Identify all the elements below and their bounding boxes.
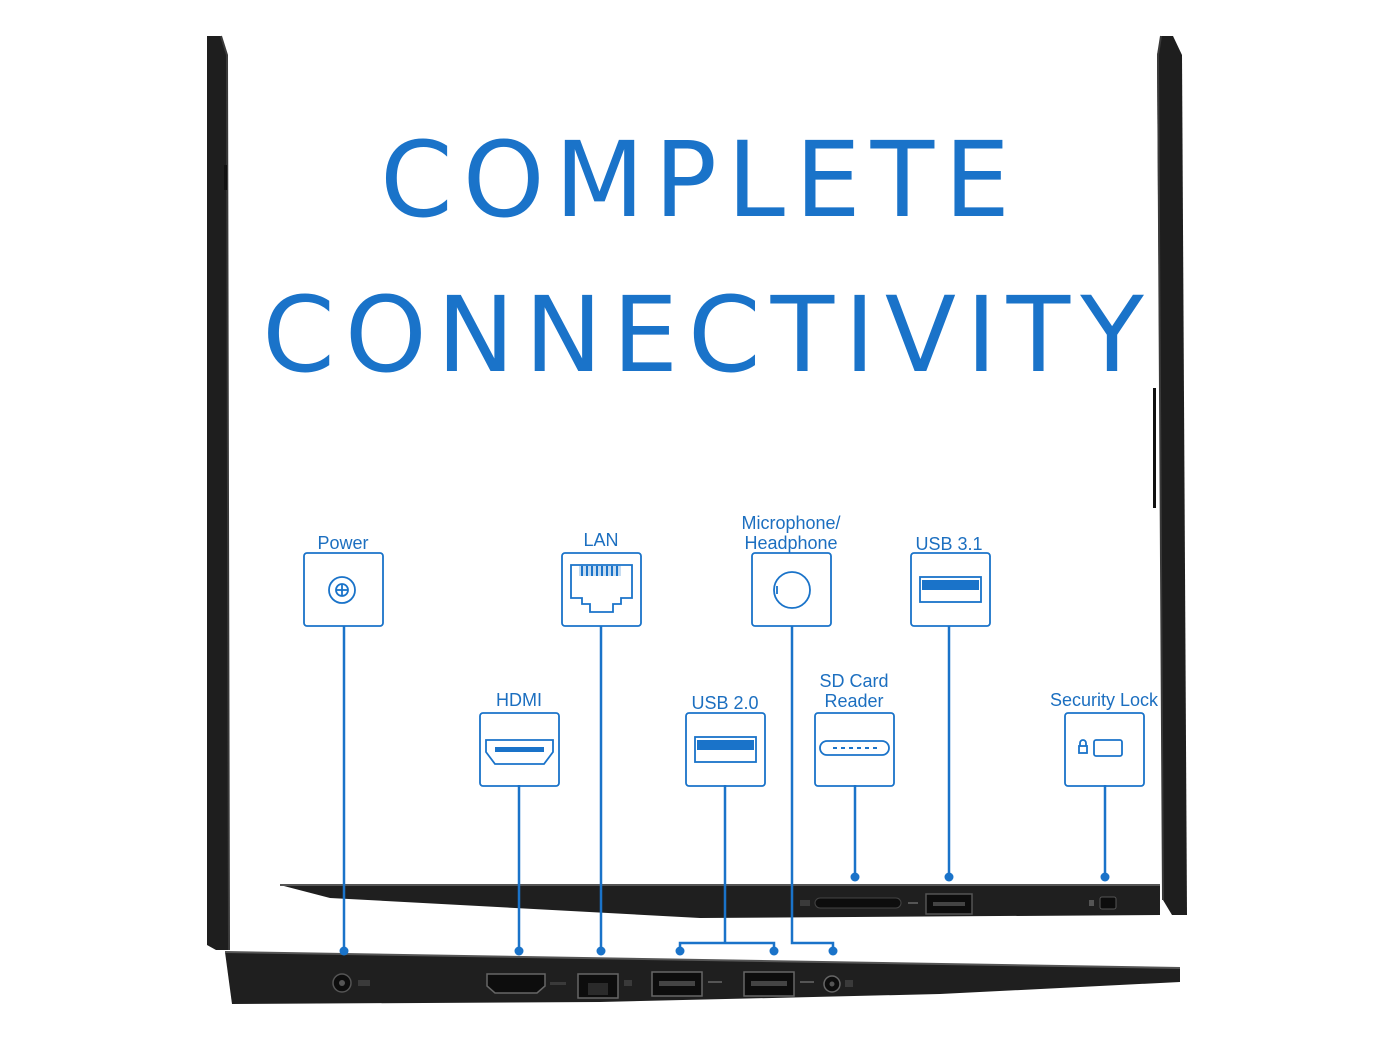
usb-2-0-icon <box>685 712 766 787</box>
hdmi-port-icon <box>479 712 560 787</box>
usb-3-1-port <box>908 893 973 915</box>
laptop-lid-left <box>207 35 230 951</box>
audio-label-line-2: Headphone <box>744 533 838 553</box>
usb-3-1-icon <box>910 552 991 627</box>
sd-card-label-line-2: Reader <box>824 691 884 711</box>
usb-2-0-port-a <box>651 971 722 997</box>
lan-label: LAN <box>583 530 619 550</box>
sd-card-slot-icon <box>814 712 895 787</box>
hdmi-label: HDMI <box>496 690 542 710</box>
usb-2-0-port-b <box>743 971 814 997</box>
callout-lines <box>342 626 1107 950</box>
dc-power-port <box>332 973 370 993</box>
sd-card-label: SD Card Reader <box>819 671 888 711</box>
usb-3-1-label: USB 3.1 <box>915 534 983 554</box>
laptop-lid-right <box>1153 35 1187 915</box>
sd-card-slot <box>800 897 902 909</box>
headline-line-1: COMPLETE <box>380 119 1020 241</box>
sd-card-label-line-1: SD Card <box>819 671 889 691</box>
hdmi-port <box>486 973 566 994</box>
ethernet-port-icon <box>561 552 642 627</box>
headline-line-2: CONNECTIVITY <box>262 274 1154 396</box>
dc-power-icon <box>303 552 384 627</box>
laptop-base-rear <box>280 884 1160 918</box>
audio-jack-port <box>823 975 853 993</box>
ethernet-port <box>577 973 632 999</box>
security-lock-label: Security Lock <box>1049 690 1159 710</box>
security-lock-icon <box>1064 712 1145 787</box>
audio-jack-icon <box>751 552 832 627</box>
audio-label-line-1: Microphone/ <box>741 513 841 533</box>
security-lock-slot <box>1089 896 1117 910</box>
laptop-base-front <box>224 951 1181 1004</box>
power-label: Power <box>317 533 369 553</box>
usb-2-0-label: USB 2.0 <box>691 693 759 713</box>
callout-dots <box>339 872 1110 956</box>
audio-label: Microphone/ Headphone <box>741 513 840 553</box>
